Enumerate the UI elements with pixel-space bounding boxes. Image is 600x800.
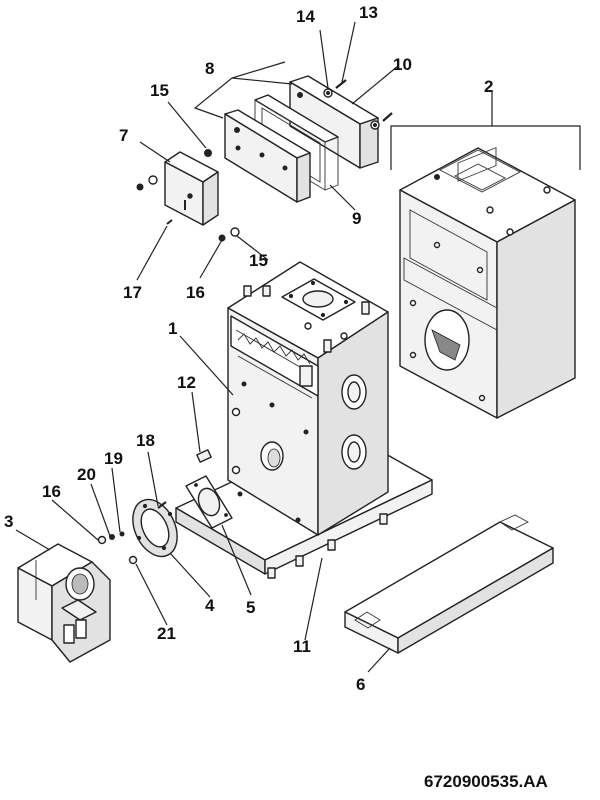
callout-20: 20 <box>77 465 96 484</box>
part-7-screw-washer <box>136 175 158 191</box>
callout-11: 11 <box>293 637 311 656</box>
part-15-screw <box>204 149 212 157</box>
part-16-nut-washer-upper <box>218 227 240 242</box>
callout-4: 4 <box>205 596 215 615</box>
part-4-flange <box>132 498 178 558</box>
part-1-boiler-body <box>227 261 389 536</box>
callout-21: 21 <box>157 624 176 643</box>
callout-16-lower: 16 <box>42 482 61 501</box>
part-20-washer <box>109 534 115 540</box>
callout-15-lower: 15 <box>249 251 268 270</box>
callout-9: 9 <box>352 209 361 228</box>
callout-19: 19 <box>104 449 123 468</box>
part-2-rear-panel <box>399 146 576 419</box>
drawing-code: 6720900535.AA <box>424 772 548 791</box>
callout-13: 13 <box>359 3 378 22</box>
callout-labels: 14 13 8 10 2 15 7 9 15 17 16 1 12 18 19 … <box>4 3 493 694</box>
part-14-washer <box>323 88 380 130</box>
callout-14: 14 <box>296 7 315 26</box>
part-18-screw <box>157 501 167 509</box>
part-3-burner <box>17 543 111 663</box>
callout-8: 8 <box>205 59 214 78</box>
callout-17: 17 <box>123 283 142 302</box>
part-12-fitting <box>196 449 212 463</box>
callout-3: 3 <box>4 512 13 531</box>
leader-lines <box>15 21 581 673</box>
part-5-gasket <box>185 475 233 529</box>
callout-15-upper: 15 <box>150 81 169 100</box>
part-7-bracket <box>164 151 219 226</box>
callout-10: 10 <box>393 55 412 74</box>
callout-5: 5 <box>246 598 255 617</box>
callout-2: 2 <box>484 77 493 96</box>
callout-1: 1 <box>168 319 177 338</box>
part-16-nut-lower <box>97 535 107 545</box>
part-8-inner-plate <box>224 109 311 203</box>
callout-12: 12 <box>177 373 196 392</box>
callout-18: 18 <box>136 431 155 450</box>
part-13-screw <box>335 79 393 122</box>
callout-16-upper: 16 <box>186 283 205 302</box>
part-19-screw <box>119 531 125 537</box>
callout-6: 6 <box>356 675 365 694</box>
part-21-nut <box>128 555 138 565</box>
part-6-base-insulation <box>344 514 554 654</box>
part-17-screw <box>166 219 173 225</box>
callout-7: 7 <box>119 126 128 145</box>
